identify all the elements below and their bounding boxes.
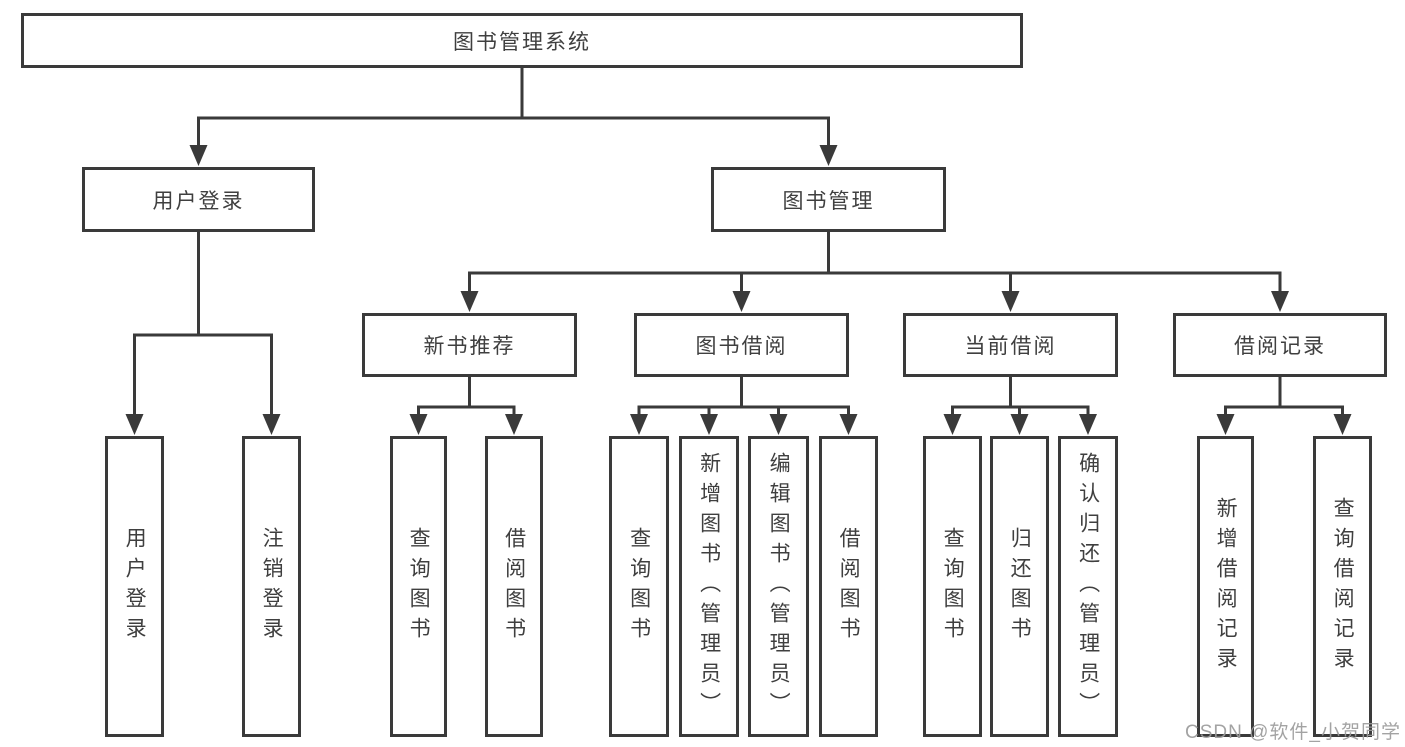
node-leaf-add-books: 新增图书（管理员） xyxy=(679,436,739,737)
node-leaf-borrow-books-2: 借阅图书 xyxy=(819,436,878,737)
node-label: 新增借阅记录 xyxy=(1214,496,1238,677)
node-label: 确认归还（管理员） xyxy=(1076,451,1100,722)
node-label: 归还图书 xyxy=(1008,526,1032,647)
watermark: CSDN @软件_小贺同学 xyxy=(1185,722,1401,743)
node-label: 借阅图书 xyxy=(837,526,861,647)
node-book-management: 图书管理 xyxy=(711,167,946,232)
node-label: 编辑图书（管理员） xyxy=(767,451,791,722)
node-leaf-return-books: 归还图书 xyxy=(990,436,1049,737)
node-label: 查询借阅记录 xyxy=(1331,496,1355,677)
node-label: 新增图书（管理员） xyxy=(697,451,721,722)
node-label: 注销登录 xyxy=(260,526,284,647)
node-label: 借阅图书 xyxy=(502,526,526,647)
node-label: 查询图书 xyxy=(407,526,431,647)
node-leaf-logout: 注销登录 xyxy=(242,436,301,737)
node-label: 用户登录 xyxy=(123,526,147,647)
node-label: 查询图书 xyxy=(627,526,651,647)
node-user-login: 用户登录 xyxy=(82,167,315,232)
node-leaf-query-books-2: 查询图书 xyxy=(609,436,669,737)
node-leaf-edit-books: 编辑图书（管理员） xyxy=(748,436,809,737)
node-root: 图书管理系统 xyxy=(21,13,1023,68)
node-leaf-add-borrow-record: 新增借阅记录 xyxy=(1197,436,1254,737)
node-label: 查询图书 xyxy=(941,526,965,647)
node-borrow-records: 借阅记录 xyxy=(1173,313,1387,377)
node-leaf-query-books-3: 查询图书 xyxy=(923,436,982,737)
node-book-borrow: 图书借阅 xyxy=(634,313,849,377)
node-current-borrow: 当前借阅 xyxy=(903,313,1118,377)
node-leaf-query-borrow-record: 查询借阅记录 xyxy=(1313,436,1372,737)
node-leaf-query-books-1: 查询图书 xyxy=(390,436,447,737)
node-leaf-user-login: 用户登录 xyxy=(105,436,164,737)
node-leaf-borrow-books-1: 借阅图书 xyxy=(485,436,543,737)
node-leaf-confirm-return: 确认归还（管理员） xyxy=(1058,436,1118,737)
node-new-book-recommend: 新书推荐 xyxy=(362,313,577,377)
